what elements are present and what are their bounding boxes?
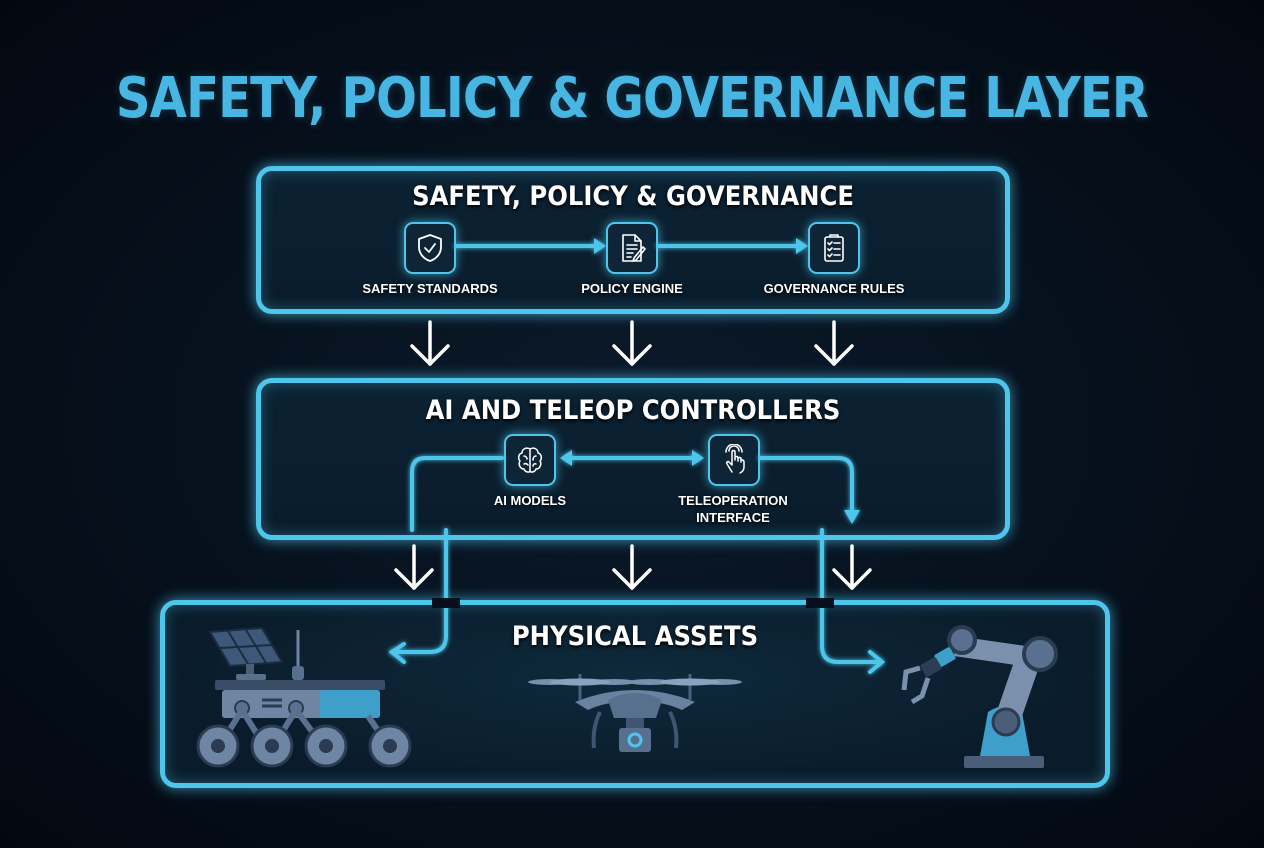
document-pen-icon <box>622 234 646 262</box>
down-arrow-icon <box>832 544 872 590</box>
down-arrow-icon <box>612 320 652 366</box>
touch-hand-icon <box>725 444 745 474</box>
robot-arm-icon <box>901 625 1058 768</box>
governance-layer-title: SAFETY, POLICY & GOVERNANCE <box>412 181 854 212</box>
safety-standards-node[interactable] <box>404 222 456 274</box>
teleoperation-interface-label-line2: INTERFACE <box>696 510 770 525</box>
controllers-layer-box: AI AND TELEOP CONTROLLERS <box>256 378 1010 540</box>
physical-assets-layer-title: PHYSICAL ASSETS <box>511 621 759 652</box>
brain-icon <box>517 447 543 473</box>
down-arrow-icon <box>612 544 652 590</box>
governance-rules-label: GOVERNANCE RULES <box>763 281 905 296</box>
down-arrow-icon <box>410 320 450 366</box>
drone-icon <box>528 674 742 752</box>
policy-engine-label: POLICY ENGINE <box>581 281 683 296</box>
ai-models-label: AI MODELS <box>493 493 567 508</box>
safety-standards-label: SAFETY STANDARDS <box>362 281 498 296</box>
teleoperation-interface-node[interactable] <box>708 434 760 486</box>
shield-check-icon <box>418 234 442 262</box>
clipboard-checklist-icon <box>824 234 844 262</box>
down-arrow-icon <box>814 320 854 366</box>
controllers-layer-title: AI AND TELEOP CONTROLLERS <box>425 395 841 426</box>
down-arrow-icon <box>394 544 434 590</box>
governance-rules-node[interactable] <box>808 222 860 274</box>
page-title: SAFETY, POLICY & GOVERNANCE LAYER <box>115 66 1149 131</box>
ai-models-node[interactable] <box>504 434 556 486</box>
teleoperation-interface-label-line1: TELEOPERATION <box>678 493 788 508</box>
rover-icon <box>196 626 412 768</box>
policy-engine-node[interactable] <box>606 222 658 274</box>
